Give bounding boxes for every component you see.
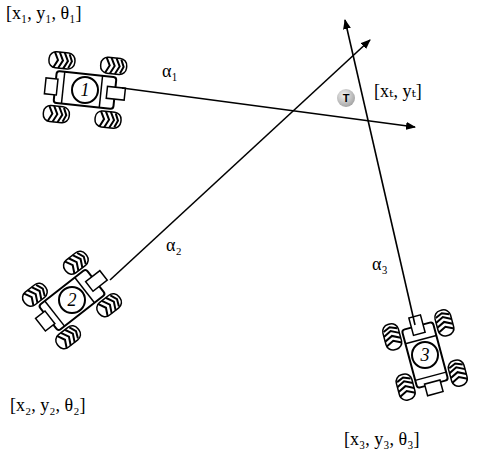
bearing-label: α₁ [160, 62, 180, 82]
target-marker: T [337, 89, 355, 107]
pose-label: [x₁, y₁, θ₁] [4, 4, 83, 24]
robot-number-text: 1 [81, 80, 90, 101]
pose-label: [x₃, y₃, θ₃] [342, 430, 421, 450]
pose-label: [x₂, y₂, θ₂] [8, 396, 87, 416]
target-label: [xₜ, yₜ] [372, 82, 424, 102]
bearing-label: α₂ [164, 236, 184, 256]
robot-number: 3 [411, 341, 439, 369]
robot-number-text: 3 [421, 345, 430, 366]
target-marker-text: T [343, 92, 350, 104]
robot-number: 1 [71, 76, 99, 104]
robot-number: 2 [58, 286, 86, 314]
robot-number-text: 2 [68, 290, 77, 311]
bearing-label: α₃ [370, 255, 390, 275]
